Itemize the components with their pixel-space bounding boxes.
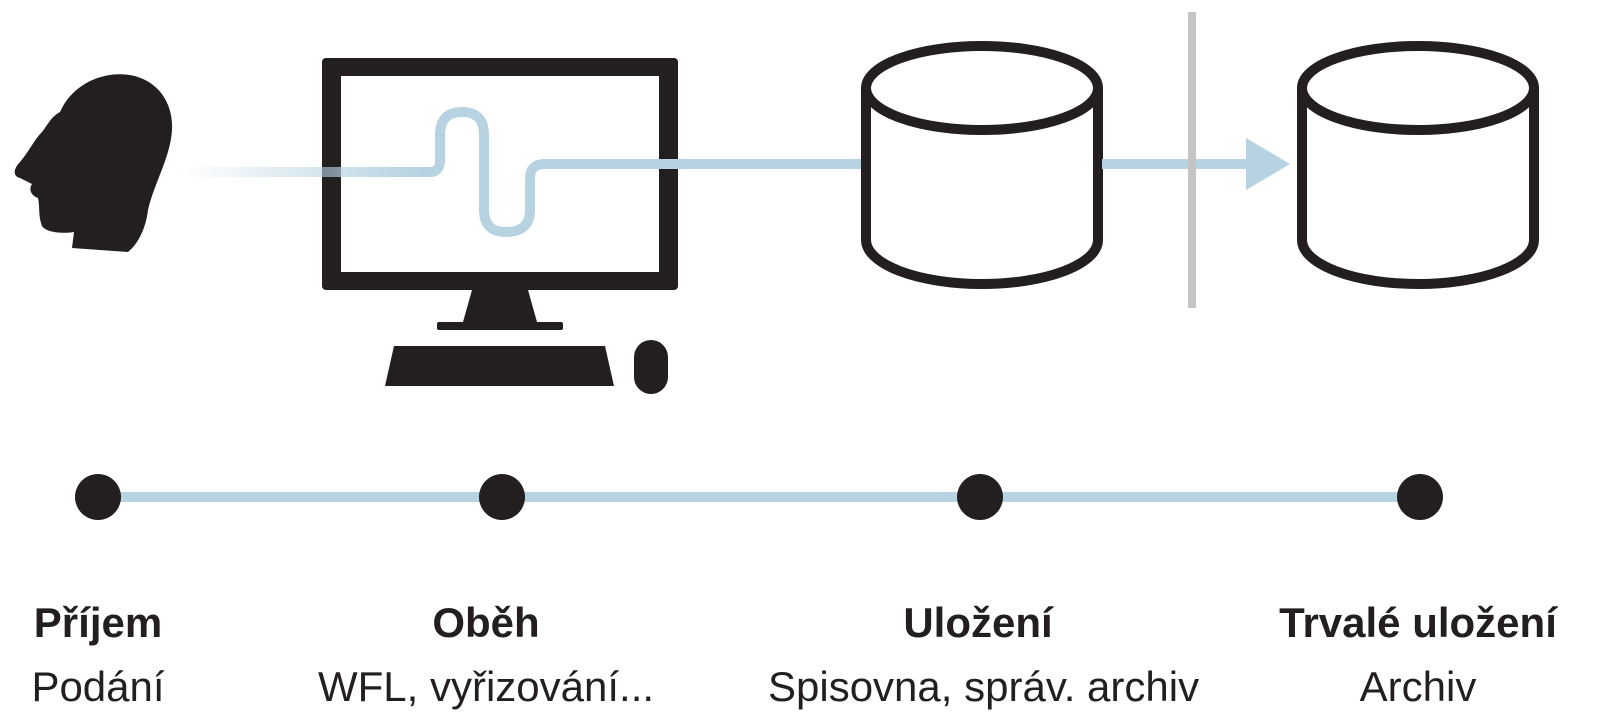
stage-subtitle-archiv: Archiv (1359, 663, 1477, 710)
keyboard-icon (385, 346, 614, 386)
timeline (75, 474, 1443, 520)
stage-subtitle-spisovna: Spisovna, správ. archiv (768, 663, 1200, 710)
stage-subtitle-wfl: WFL, vyřizování... (317, 663, 655, 710)
process-flow-line (175, 107, 873, 237)
stage-title-prijem: Příjem (33, 599, 163, 646)
stage-title-ulozeni: Uložení (903, 599, 1053, 646)
timeline-node-obeh (479, 474, 525, 520)
timeline-node-trvale-ulozeni (1397, 474, 1443, 520)
stage-title-obeh: Oběh (432, 599, 540, 646)
mouse-icon (634, 340, 668, 394)
person-head-icon (14, 74, 173, 253)
database-icon (861, 41, 1103, 289)
archive-database-icon (1297, 41, 1539, 289)
timeline-node-ulozeni (957, 474, 1003, 520)
arrow-right-icon (1102, 138, 1290, 190)
stage-subtitle-podani: Podání (31, 663, 165, 710)
timeline-node-prijem (75, 474, 121, 520)
computer-monitor-icon (322, 58, 678, 330)
stage-title-trvale-ulozeni: Trvalé uložení (1279, 599, 1557, 646)
